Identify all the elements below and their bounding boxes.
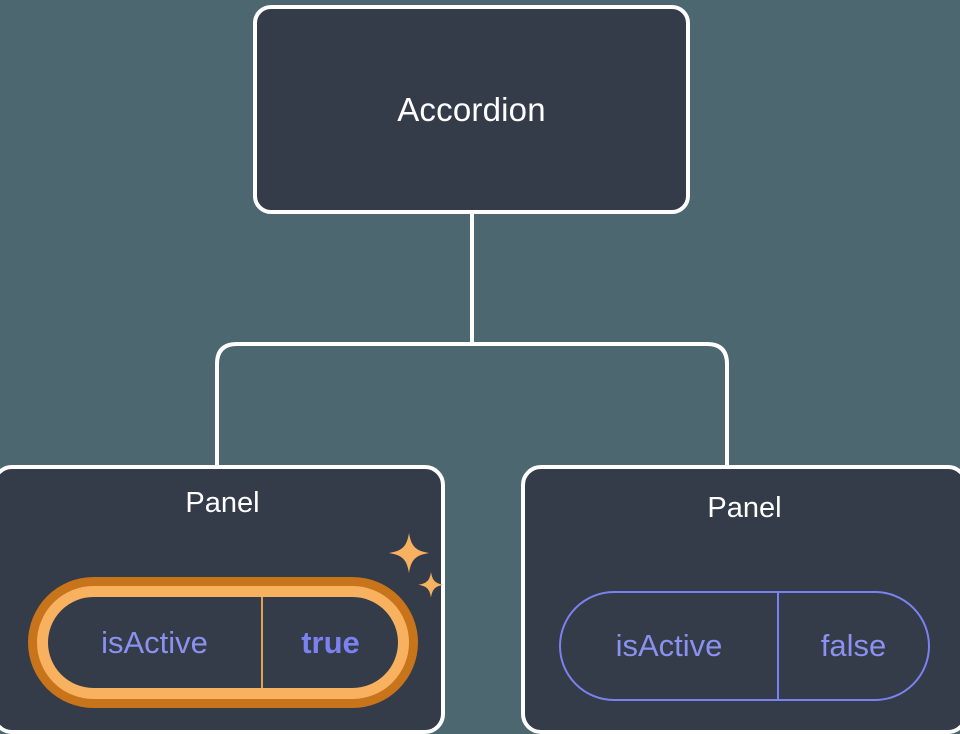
prop-key: isActive <box>101 624 208 660</box>
prop-pill-isactive-true[interactable]: isActive true <box>37 586 409 699</box>
prop-value: true <box>261 597 398 688</box>
connector-branch-right <box>472 342 729 467</box>
connector-branch-left <box>215 342 472 467</box>
panel-content: Panel isActive false <box>525 469 960 730</box>
tree-node-accordion[interactable]: Accordion <box>253 5 690 214</box>
node-title: Panel <box>185 487 260 519</box>
tree-node-panel-active[interactable]: Panel isActive true <box>0 465 445 734</box>
prop-key: isActive <box>615 628 723 663</box>
node-title: Accordion <box>397 91 546 128</box>
node-title: Panel <box>707 492 782 524</box>
prop-pill-isactive-false[interactable]: isActive false <box>559 591 930 701</box>
prop-value: false <box>777 593 928 699</box>
tree-node-panel-inactive[interactable]: Panel isActive false <box>521 465 960 734</box>
panel-content: Panel isActive true <box>0 469 441 730</box>
